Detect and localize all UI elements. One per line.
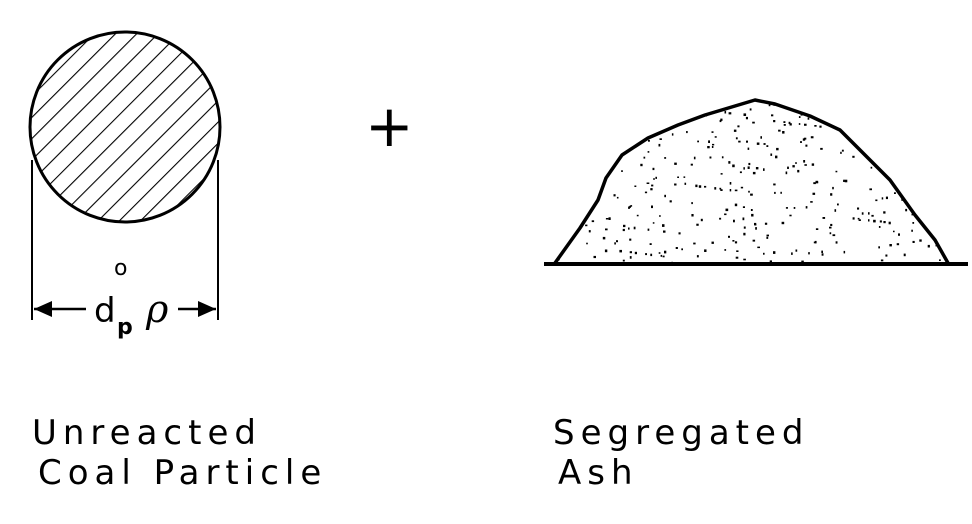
dimension-superscript: o bbox=[114, 256, 127, 281]
ash-label-line2: Ash bbox=[558, 453, 639, 493]
dimension-subscript: p bbox=[117, 315, 133, 340]
ash-pile-outline bbox=[553, 98, 950, 265]
ash-pile bbox=[544, 98, 968, 266]
diameter-dimension: d o p ρ bbox=[31, 160, 219, 340]
arrowhead-right-icon bbox=[198, 301, 216, 317]
coal-particle-circle bbox=[28, 30, 222, 224]
arrowhead-left-icon bbox=[34, 301, 52, 317]
ash-label-line1: Segregated bbox=[553, 413, 809, 453]
particle-label-line1: Unreacted bbox=[32, 413, 262, 453]
dimension-greek-rho: ρ bbox=[145, 287, 169, 331]
coal-particle bbox=[28, 30, 222, 224]
plus-operator: + bbox=[365, 92, 414, 160]
dimension-symbol-d: d bbox=[94, 291, 116, 331]
particle-label-line2: Coal Particle bbox=[38, 453, 327, 493]
